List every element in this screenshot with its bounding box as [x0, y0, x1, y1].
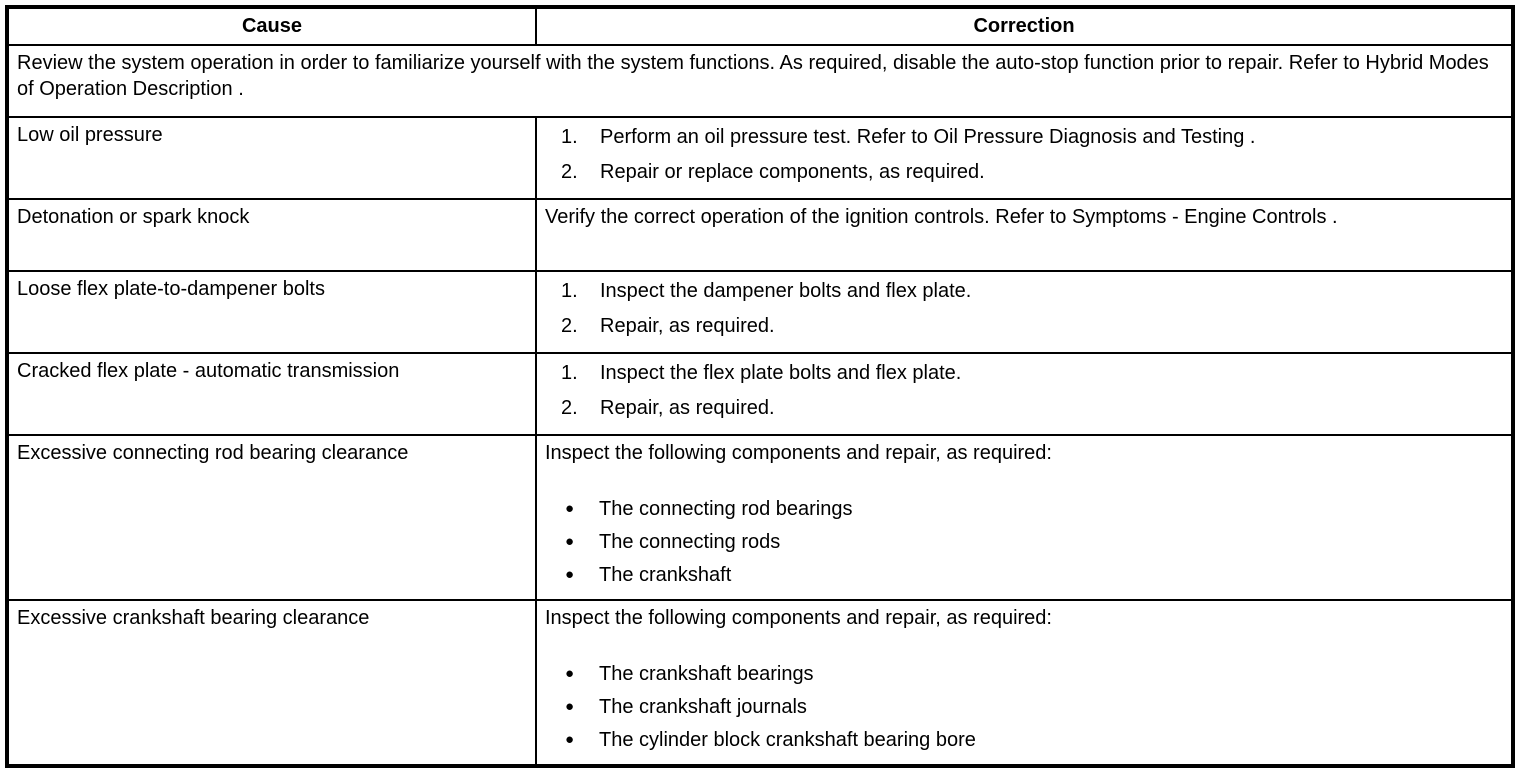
cause-cell: Low oil pressure [6, 116, 537, 200]
table-row: Cracked flex plate - automatic transmiss… [6, 352, 1514, 436]
cause-cell: Loose flex plate-to-dampener bolts [6, 270, 537, 354]
document-page: Cause Correction Review the system opera… [5, 5, 1515, 768]
correction-intro: Inspect the following components and rep… [545, 442, 1052, 464]
correction-cell: 1. Inspect the dampener bolts and flex p… [535, 270, 1514, 354]
step-number: 2. [561, 315, 578, 337]
step-item: 2. Repair, as required. [561, 313, 1503, 339]
numbered-steps: 1. Inspect the dampener bolts and flex p… [545, 278, 1503, 339]
bullet-item: ● The crankshaft [565, 562, 1503, 588]
bullet-text: The crankshaft [599, 564, 732, 586]
step-text: Repair or replace components, as require… [600, 161, 985, 183]
bullet-item: ● The connecting rods [565, 529, 1503, 555]
bullet-icon: ● [565, 566, 575, 583]
bullet-text: The connecting rod bearings [599, 498, 853, 520]
step-text: Perform an oil pressure test. Refer to O… [600, 126, 1256, 148]
step-item: 2. Repair or replace components, as requ… [561, 159, 1503, 185]
cause-column-header: Cause [6, 6, 537, 46]
bullet-text: The connecting rods [599, 531, 781, 553]
bullet-text: The cylinder block crankshaft bearing bo… [599, 729, 976, 751]
correction-cell: 1. Perform an oil pressure test. Refer t… [535, 116, 1514, 200]
cause-cell: Cracked flex plate - automatic transmiss… [6, 352, 537, 436]
step-item: 2. Repair, as required. [561, 395, 1503, 421]
step-number: 2. [561, 397, 578, 419]
numbered-steps: 1. Perform an oil pressure test. Refer t… [545, 124, 1503, 185]
step-item: 1. Inspect the dampener bolts and flex p… [561, 278, 1503, 304]
bullet-list: ● The connecting rod bearings ● The conn… [545, 496, 1503, 588]
step-item: 1. Inspect the flex plate bolts and flex… [561, 360, 1503, 386]
bullet-list: ● The crankshaft bearings ● The cranksha… [545, 661, 1503, 753]
step-item: 1. Perform an oil pressure test. Refer t… [561, 124, 1503, 150]
table-row: Excessive crankshaft bearing clearance I… [6, 599, 1514, 767]
bullet-icon: ● [565, 500, 575, 517]
step-text: Inspect the dampener bolts and flex plat… [600, 280, 972, 302]
bullet-item: ● The connecting rod bearings [565, 496, 1503, 522]
correction-cell: 1. Inspect the flex plate bolts and flex… [535, 352, 1514, 436]
step-number: 1. [561, 280, 578, 302]
bullet-item: ● The crankshaft bearings [565, 661, 1503, 687]
bullet-icon: ● [565, 731, 575, 748]
step-text: Inspect the flex plate bolts and flex pl… [600, 362, 962, 384]
correction-column-header: Correction [535, 6, 1514, 46]
bullet-icon: ● [565, 665, 575, 682]
step-number: 1. [561, 126, 578, 148]
step-text: Repair, as required. [600, 397, 775, 419]
bullet-text: The crankshaft bearings [599, 663, 814, 685]
table-row: Detonation or spark knock Verify the cor… [6, 198, 1514, 272]
correction-intro: Inspect the following components and rep… [545, 607, 1052, 629]
bullet-icon: ● [565, 698, 575, 715]
step-number: 1. [561, 362, 578, 384]
bullet-text: The crankshaft journals [599, 696, 807, 718]
table-row: Loose flex plate-to-dampener bolts 1. In… [6, 270, 1514, 354]
table-row-note: Review the system operation in order to … [6, 44, 1514, 118]
cause-cell: Detonation or spark knock [6, 198, 537, 272]
correction-cell: Inspect the following components and rep… [535, 434, 1514, 601]
bullet-item: ● The crankshaft journals [565, 694, 1503, 720]
correction-cell: Inspect the following components and rep… [535, 599, 1514, 767]
system-note-cell: Review the system operation in order to … [6, 44, 1514, 118]
step-number: 2. [561, 161, 578, 183]
numbered-steps: 1. Inspect the flex plate bolts and flex… [545, 360, 1503, 421]
correction-cell: Verify the correct operation of the igni… [535, 198, 1514, 272]
table-row: Low oil pressure 1. Perform an oil press… [6, 116, 1514, 200]
table-row: Excessive connecting rod bearing clearan… [6, 434, 1514, 601]
cause-cell: Excessive crankshaft bearing clearance [6, 599, 537, 767]
table-header-row: Cause Correction [6, 6, 1514, 46]
cause-cell: Excessive connecting rod bearing clearan… [6, 434, 537, 601]
bullet-icon: ● [565, 533, 575, 550]
step-text: Repair, as required. [600, 315, 775, 337]
bullet-item: ● The cylinder block crankshaft bearing … [565, 727, 1503, 753]
cause-correction-table: Cause Correction Review the system opera… [5, 5, 1515, 768]
